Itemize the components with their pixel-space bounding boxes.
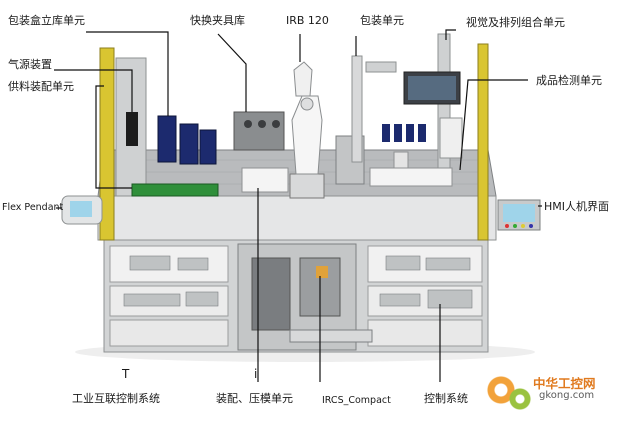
hmi-screen bbox=[503, 204, 535, 222]
feeding-conveyor bbox=[131, 183, 219, 197]
box-storage-stacks bbox=[157, 115, 217, 165]
storage-frame bbox=[115, 57, 147, 197]
fixture-tools bbox=[244, 120, 280, 128]
robot-arm-upper bbox=[293, 61, 313, 97]
label-feeding-assembly: 供料装配单元 bbox=[8, 80, 74, 93]
label-packaging-unit: 包装单元 bbox=[360, 14, 404, 27]
ircs-rail bbox=[289, 329, 373, 343]
label-hmi: HMI人机界面 bbox=[544, 200, 610, 213]
gear-small-icon bbox=[507, 386, 533, 412]
packaging-beam bbox=[365, 61, 397, 73]
controller-switch bbox=[316, 266, 328, 278]
left-bay-top bbox=[109, 245, 229, 283]
label-air-source: 气源装置 bbox=[8, 58, 52, 71]
assembly-press-unit bbox=[241, 167, 289, 193]
air-source bbox=[126, 112, 138, 146]
label-product-inspection: 成品检测单元 bbox=[536, 74, 602, 87]
inspection-sensor bbox=[393, 151, 409, 169]
vision-monitor-screen bbox=[408, 76, 456, 100]
sorting-panel bbox=[439, 117, 463, 159]
label-assembly-press: 装配、压模单元 bbox=[216, 392, 293, 405]
leader-lines bbox=[54, 29, 542, 382]
watermark-cn: 中华工控网 bbox=[533, 376, 596, 391]
robot-joint bbox=[300, 97, 314, 111]
label-quick-change-fixture: 快换夹具库 bbox=[190, 14, 245, 27]
table-front bbox=[97, 195, 497, 241]
fixture-rack bbox=[233, 111, 285, 151]
label-flex-pendant: Flex Pendant bbox=[2, 202, 64, 213]
left-light-curtain bbox=[99, 47, 115, 241]
right-light-curtain bbox=[477, 43, 489, 241]
watermark-en: gkong.com bbox=[539, 390, 595, 401]
robot-arm-lower bbox=[291, 95, 323, 175]
label-vision-sorting: 视觉及排列组合单元 bbox=[466, 16, 565, 29]
watermark-logo: 中华工控网 gkong.com bbox=[481, 370, 613, 420]
mark-mid-i: i bbox=[254, 367, 258, 381]
left-bay-bottom bbox=[109, 319, 229, 347]
sorting-parts bbox=[382, 124, 426, 142]
label-industrial-iot: 工业互联控制系统 bbox=[72, 392, 160, 405]
label-ircs-compact: IRCS_Compact bbox=[322, 395, 391, 406]
mark-left-t: T bbox=[122, 367, 130, 381]
flex-pendant-screen bbox=[70, 201, 92, 217]
inspection-unit bbox=[369, 167, 453, 187]
robot-base bbox=[289, 173, 325, 199]
label-control-system: 控制系统 bbox=[424, 392, 468, 405]
label-packaging-box-storage: 包装盒立库单元 bbox=[8, 14, 85, 27]
label-robot: IRB 120 bbox=[286, 14, 329, 27]
right-bay-bottom bbox=[367, 319, 483, 347]
din-components bbox=[123, 255, 473, 309]
hmi-buttons bbox=[505, 224, 533, 228]
packaging-post bbox=[351, 55, 363, 163]
